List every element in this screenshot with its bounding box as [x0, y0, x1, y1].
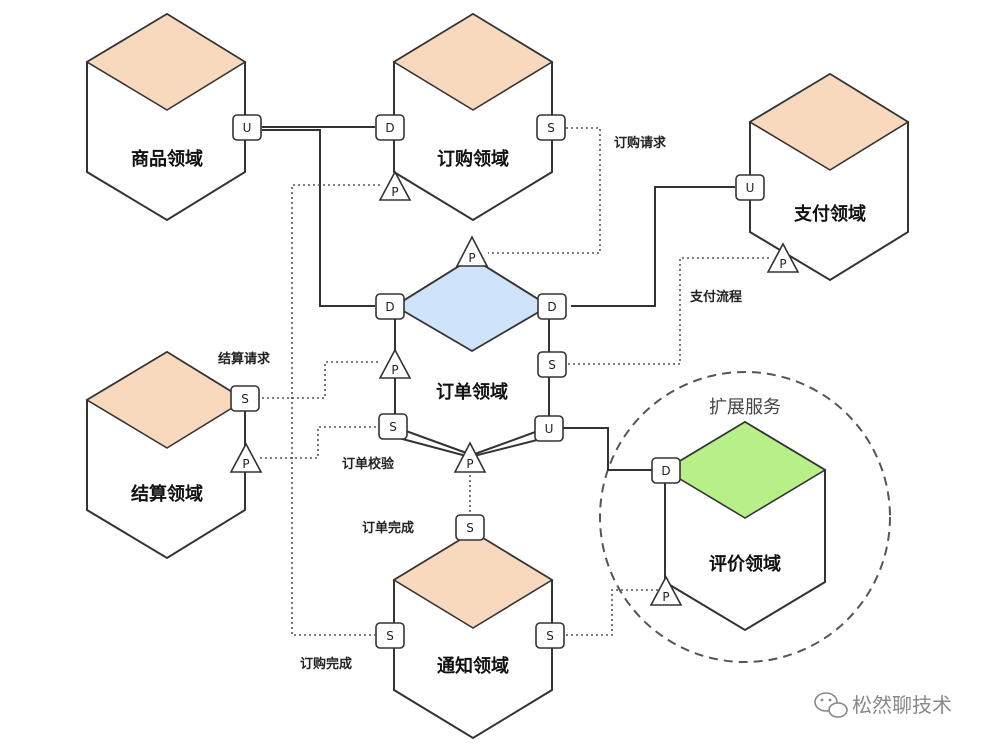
notify-domain-core — [392, 531, 554, 629]
order-s-left-port: S — [378, 413, 408, 440]
svg-text:P: P — [662, 590, 669, 604]
notify-s-top-port: S — [455, 514, 485, 541]
review-domain-core — [663, 421, 827, 519]
purchase-domain-core — [392, 13, 554, 111]
purchase-complete-label: 订购完成 — [300, 656, 352, 672]
product-u-port: U — [232, 114, 262, 141]
order-p-left-port: P — [378, 348, 412, 379]
svg-text:D: D — [547, 300, 556, 314]
settlement-p-port: P — [229, 442, 263, 473]
review-p-port: P — [649, 575, 683, 606]
payment-domain-core — [748, 73, 910, 171]
order-d-right-port: D — [537, 293, 567, 320]
notify-domain: 通知领域 — [392, 530, 554, 740]
svg-text:D: D — [385, 121, 394, 135]
purchase-domain-label: 订购领域 — [437, 148, 509, 170]
payment-process-label: 支付流程 — [689, 289, 742, 305]
svg-text:P: P — [242, 457, 249, 471]
purchase-d-port: D — [375, 114, 405, 141]
product-domain-core — [85, 13, 247, 111]
svg-text:S: S — [241, 392, 249, 406]
svg-text:S: S — [389, 420, 397, 434]
extension-service-label: 扩展服务 — [709, 397, 781, 418]
svg-text:P: P — [466, 457, 473, 471]
order-s-right-port: S — [537, 351, 567, 378]
notify-s-left-port: S — [375, 622, 405, 649]
order-d-left-port: D — [375, 293, 405, 320]
purchase-s-port: S — [536, 114, 566, 141]
payment-u-port: U — [735, 174, 765, 201]
svg-text:P: P — [391, 363, 398, 377]
svg-text:S: S — [546, 629, 554, 643]
svg-text:U: U — [243, 121, 252, 135]
svg-text:U: U — [545, 422, 554, 436]
svg-text:S: S — [386, 629, 394, 643]
settlement-request-label: 结算请求 — [218, 351, 271, 367]
settlement-domain-label: 结算领域 — [131, 483, 203, 505]
order-p-bottom-port: P — [453, 441, 487, 473]
svg-text:D: D — [661, 464, 670, 478]
svg-text:P: P — [779, 257, 786, 271]
review-d-port: D — [651, 457, 681, 484]
order-complete-label: 订单完成 — [362, 520, 414, 536]
purchase-domain: 订购领域 — [392, 12, 554, 222]
notify-s-right-port: S — [535, 622, 565, 649]
wechat-icon — [814, 692, 848, 718]
payment-domain: 支付领域 — [748, 72, 910, 282]
review-domain: 评价领域 — [663, 420, 827, 632]
svg-text:P: P — [391, 185, 398, 199]
svg-text:S: S — [466, 521, 474, 535]
settlement-domain: 结算领域 — [85, 350, 247, 560]
product-domain: 商品领域 — [85, 12, 247, 222]
watermark-text: 松然聊技术 — [852, 693, 952, 717]
payment-p-port: P — [766, 242, 800, 273]
svg-text:P: P — [468, 251, 475, 265]
order-u-port: U — [534, 415, 564, 442]
svg-text:S: S — [547, 121, 555, 135]
extension-service-boundary — [599, 371, 891, 663]
dotted-connectors — [260, 127, 772, 636]
svg-text:U: U — [746, 181, 755, 195]
payment-domain-label: 支付领域 — [793, 203, 866, 225]
review-domain-label: 评价领域 — [709, 553, 781, 575]
order-p-top-port: P — [455, 235, 489, 267]
order-domain-label: 订单领域 — [436, 381, 508, 403]
settlement-s-port: S — [230, 385, 260, 412]
svg-text:D: D — [385, 300, 394, 314]
purchase-p-port: P — [378, 170, 412, 201]
product-domain-label: 商品领域 — [131, 148, 203, 170]
order-domain: 订单领域 — [393, 256, 551, 457]
order-check-label: 订单校验 — [342, 456, 395, 472]
notify-domain-label: 通知领域 — [437, 655, 509, 677]
purchase-request-label: 订购请求 — [614, 135, 667, 151]
watermark: 松然聊技术 — [814, 692, 952, 718]
svg-text:S: S — [548, 358, 556, 372]
